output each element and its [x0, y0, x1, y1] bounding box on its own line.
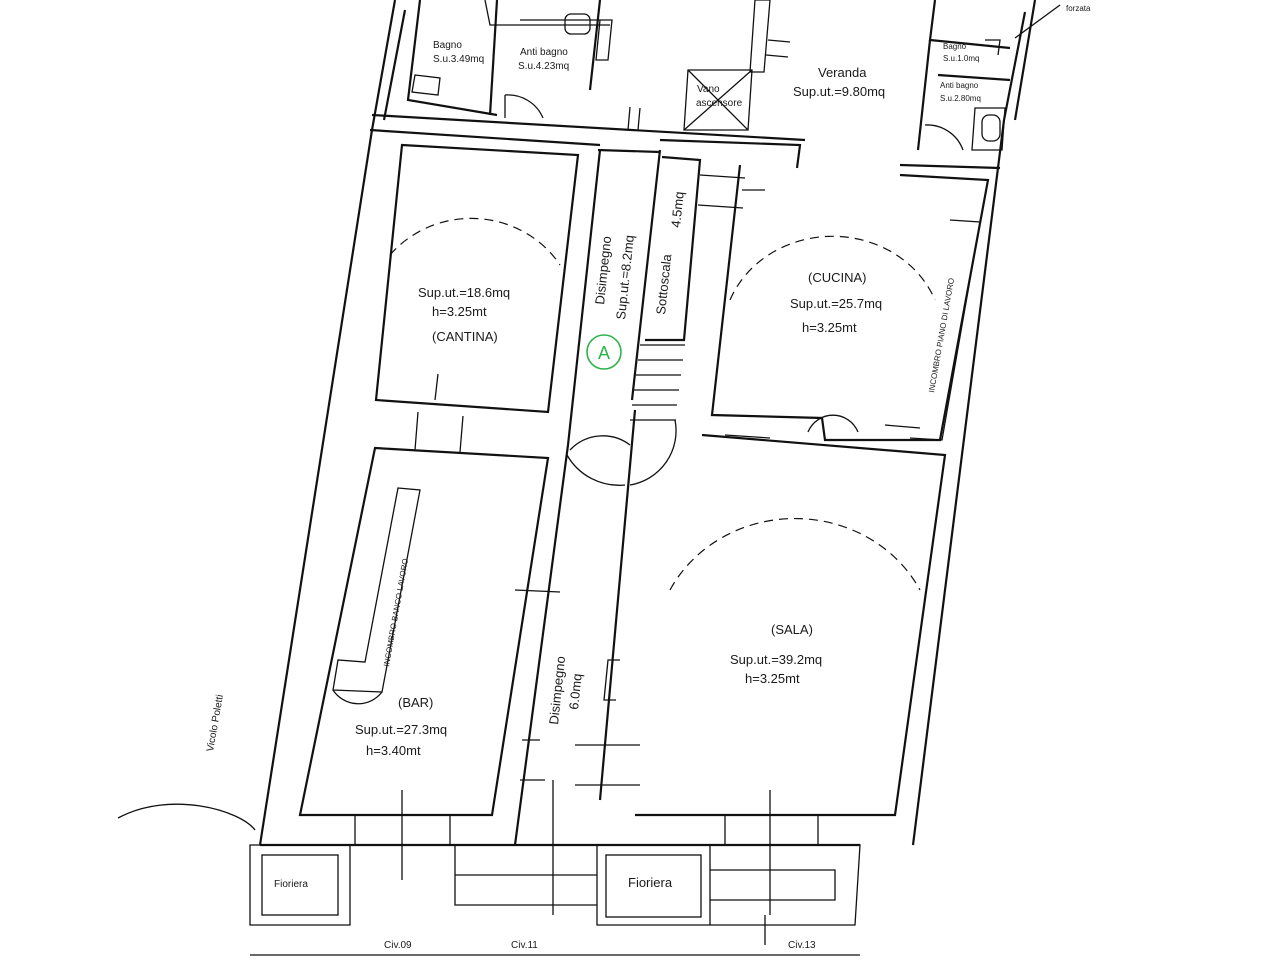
fioriera-label-2: Fioriera: [628, 875, 673, 890]
incombro-banco: INCOMBRO BANCO LAVORO: [382, 558, 410, 668]
cucina-area: Sup.ut.=25.7mq: [790, 296, 882, 311]
fioriera-label-1: Fioriera: [274, 879, 308, 890]
disimpegno2-name: Disimpegno: [546, 655, 568, 725]
bagno2-name: Bagno: [943, 42, 967, 51]
civico-09: Civ.09: [384, 940, 412, 951]
sottoscala-name: Sottoscala: [653, 253, 674, 316]
antibagno-area: S.u.4.23mq: [518, 61, 569, 72]
bar-height: h=3.40mt: [366, 743, 421, 758]
sala-room: [635, 433, 947, 845]
cantina-height: h=3.25mt: [432, 304, 487, 319]
cucina-room: [697, 164, 990, 442]
front-area: [117, 780, 861, 945]
section-marker-a: A: [586, 334, 622, 370]
civico-11: Civ.11: [511, 940, 538, 951]
veranda-area: Sup.ut.=9.80mq: [793, 84, 885, 99]
top-note: forzata: [1066, 4, 1091, 13]
bagno-name: Bagno: [433, 40, 462, 51]
antibagno2-name: Anti bagno: [940, 81, 979, 90]
cucina-height: h=3.25mt: [802, 320, 857, 335]
disimpegno2-area: 6.0mq: [566, 673, 585, 711]
fioriera-box-2: [605, 854, 702, 918]
top-rooms: [369, 0, 1061, 170]
vano-line1: Vano: [697, 84, 720, 95]
bar-room: [298, 446, 550, 845]
svg-text:A: A: [598, 343, 610, 363]
vano-ascensore: [683, 69, 753, 131]
stair-treads: [630, 344, 685, 421]
civico-13: Civ.13: [788, 940, 816, 951]
fioriera-box-1: [261, 854, 339, 916]
veranda-name: Veranda: [818, 65, 867, 80]
bagno2-area: S.u.1.0mq: [943, 54, 979, 63]
sala-height: h=3.25mt: [745, 671, 800, 686]
cantina-room: [374, 143, 580, 453]
sala-name: (SALA): [771, 622, 813, 637]
street-label: Vicolo Poletti: [205, 694, 226, 753]
bar-area: Sup.ut.=27.3mq: [355, 722, 447, 737]
cantina-name: (CANTINA): [432, 329, 498, 344]
bagno-area: S.u.3.49mq: [433, 54, 484, 65]
disimpegno-corridor: [513, 106, 702, 846]
sala-area: Sup.ut.=39.2mq: [730, 652, 822, 667]
disimpegno1-name: Disimpegno: [592, 235, 614, 305]
antibagno2-area: S.u.2.80mq: [940, 94, 981, 103]
cantina-area: Sup.ut.=18.6mq: [418, 285, 510, 300]
outer-walls: [250, 0, 1037, 956]
cucina-name: (CUCINA): [808, 270, 867, 285]
sottoscala-area: 4.5mq: [668, 191, 687, 229]
antibagno-name: Anti bagno: [520, 47, 568, 58]
disimpegno1-area: Sup.ut.=8.2mq: [613, 234, 637, 320]
bar-name: (BAR): [398, 695, 433, 710]
vano-line2: ascensore: [696, 98, 743, 109]
